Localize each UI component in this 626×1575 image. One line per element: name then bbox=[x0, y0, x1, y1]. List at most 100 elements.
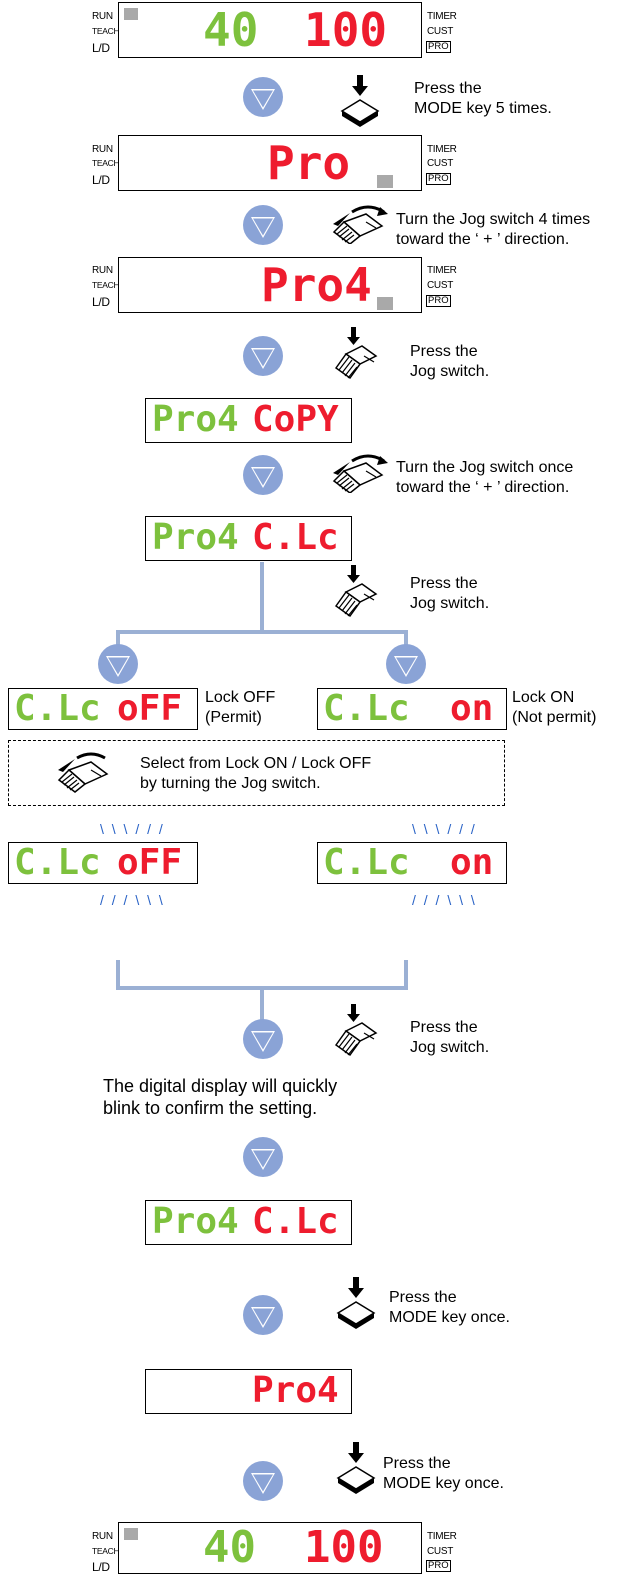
jog-switch-press-icon bbox=[334, 565, 378, 618]
flow-line bbox=[116, 630, 408, 634]
select-instruction-text: Select from Lock ON / Lock OFF by turnin… bbox=[140, 755, 372, 792]
down-arrow-icon bbox=[98, 644, 138, 684]
step-press-mode-once-1: Press the MODE key once. bbox=[389, 1289, 510, 1326]
display-left-value: 40 bbox=[203, 1522, 256, 1573]
display-panel: Pro bbox=[118, 135, 422, 191]
jog-switch-turn-icon bbox=[57, 752, 109, 793]
flow-line bbox=[260, 986, 264, 1022]
step-press-jog-2: Press the Jog switch. bbox=[410, 575, 490, 612]
cust-label: CUST bbox=[427, 1546, 454, 1557]
step-press-mode-5: Press the MODE key 5 times. bbox=[414, 80, 552, 117]
display-left-value: C.Lc bbox=[323, 842, 410, 883]
lock-on-blink-display: C.Lc on bbox=[317, 842, 507, 884]
cust-label: CUST bbox=[427, 26, 454, 37]
pro-label: PRO bbox=[426, 173, 451, 185]
flow-line bbox=[404, 960, 408, 990]
flow-line bbox=[260, 562, 264, 632]
blink-marks-bottom: / / / \ \ \ bbox=[100, 892, 165, 908]
display-right-value: oFF bbox=[117, 688, 183, 729]
step-press-jog-1: Press the Jog switch. bbox=[410, 343, 490, 380]
run-indicator bbox=[124, 1528, 138, 1540]
display-left-value: C.Lc bbox=[323, 688, 410, 729]
display-pro4-clc: Pro4 C.Lc bbox=[145, 516, 352, 561]
step-press-jog-3: Press the Jog switch. bbox=[410, 1019, 490, 1056]
display-right-value: C.Lc bbox=[252, 517, 339, 558]
display-right-value: on bbox=[450, 842, 494, 883]
pro-indicator bbox=[377, 297, 393, 310]
ld-label: L/D bbox=[92, 1560, 110, 1574]
teach-label: TEACH bbox=[92, 26, 120, 36]
display-left-value: C.Lc bbox=[14, 688, 101, 729]
down-arrow-icon bbox=[243, 336, 283, 376]
down-arrow-icon bbox=[243, 1295, 283, 1335]
pro-indicator bbox=[377, 175, 393, 188]
display-left-value: Pro4 bbox=[152, 1201, 239, 1242]
down-arrow-icon bbox=[243, 1461, 283, 1501]
timer-label: TIMER bbox=[427, 11, 457, 22]
blink-marks-bottom: / / / \ \ \ bbox=[412, 892, 477, 908]
down-arrow-icon bbox=[243, 1137, 283, 1177]
lock-off-label: Lock OFF (Permit) bbox=[205, 689, 276, 726]
display-right-value: 100 bbox=[304, 1522, 384, 1573]
display-left-value: Pro4 bbox=[152, 399, 239, 440]
pro-label: PRO bbox=[426, 295, 451, 307]
jog-switch-press-icon bbox=[334, 327, 378, 380]
display-right-value: oFF bbox=[117, 842, 183, 883]
flow-line bbox=[116, 960, 120, 990]
ld-label: L/D bbox=[92, 295, 110, 309]
display-right-value: 100 bbox=[304, 3, 388, 57]
display-panel: Pro4 bbox=[118, 257, 422, 313]
display-right-value: Pro bbox=[267, 136, 351, 190]
run-label: RUN bbox=[92, 11, 113, 22]
cust-label: CUST bbox=[427, 158, 454, 169]
display-panel: 40 100 bbox=[118, 1522, 422, 1574]
blink-marks-top: \ \ \ / / / bbox=[412, 821, 477, 837]
down-arrow-icon bbox=[243, 1019, 283, 1059]
cust-label: CUST bbox=[427, 280, 454, 291]
display-pro4-clc-final: Pro4 C.Lc bbox=[145, 1200, 352, 1245]
lock-off-display: C.Lc oFF bbox=[8, 688, 198, 730]
jog-switch-press-icon bbox=[334, 1004, 378, 1057]
down-arrow-icon bbox=[386, 644, 426, 684]
display-pro4: Pro4 bbox=[145, 1369, 352, 1414]
display-panel: 40 100 bbox=[118, 2, 422, 58]
teach-label: TEACH bbox=[92, 158, 120, 168]
timer-label: TIMER bbox=[427, 144, 457, 155]
ld-label: L/D bbox=[92, 173, 110, 187]
run-indicator bbox=[124, 8, 138, 20]
lock-on-display: C.Lc on bbox=[317, 688, 507, 730]
step-press-mode-once-2: Press the MODE key once. bbox=[383, 1455, 504, 1492]
display-right-value: C.Lc bbox=[252, 1201, 339, 1242]
run-label: RUN bbox=[92, 1531, 113, 1542]
step-turn-jog-4: Turn the Jog switch 4 times toward the ‘… bbox=[396, 211, 591, 248]
select-instruction-box bbox=[8, 740, 505, 806]
lock-on-label: Lock ON (Not permit) bbox=[512, 689, 597, 726]
display-pro4-copy: Pro4 CoPY bbox=[145, 398, 352, 443]
timer-label: TIMER bbox=[427, 1531, 457, 1542]
lock-off-blink-display: C.Lc oFF bbox=[8, 842, 198, 884]
ld-label: L/D bbox=[92, 41, 110, 55]
blink-marks-top: \ \ \ / / / bbox=[100, 821, 165, 837]
display-left-value: 40 bbox=[203, 3, 259, 57]
display-right-value: Pro4 bbox=[261, 258, 372, 312]
jog-switch-turn-icon bbox=[332, 454, 388, 493]
display-right-value: CoPY bbox=[252, 399, 339, 440]
down-arrow-icon bbox=[243, 205, 283, 245]
pro-label: PRO bbox=[426, 1560, 451, 1572]
step-turn-jog-once: Turn the Jog switch once toward the ‘ + … bbox=[396, 459, 574, 496]
down-arrow-icon bbox=[243, 455, 283, 495]
flow-line bbox=[404, 630, 408, 650]
display-left-value: Pro4 bbox=[152, 517, 239, 558]
mode-key-press-icon bbox=[340, 75, 380, 127]
mode-key-press-icon bbox=[336, 1442, 376, 1494]
flow-line bbox=[116, 630, 120, 650]
display-right-value: Pro4 bbox=[252, 1370, 339, 1411]
timer-label: TIMER bbox=[427, 265, 457, 276]
display-left-value: C.Lc bbox=[14, 842, 101, 883]
teach-label: TEACH bbox=[92, 280, 120, 290]
display-right-value: on bbox=[450, 688, 494, 729]
mode-key-press-icon bbox=[336, 1277, 376, 1329]
down-arrow-icon bbox=[243, 77, 283, 117]
run-label: RUN bbox=[92, 144, 113, 155]
